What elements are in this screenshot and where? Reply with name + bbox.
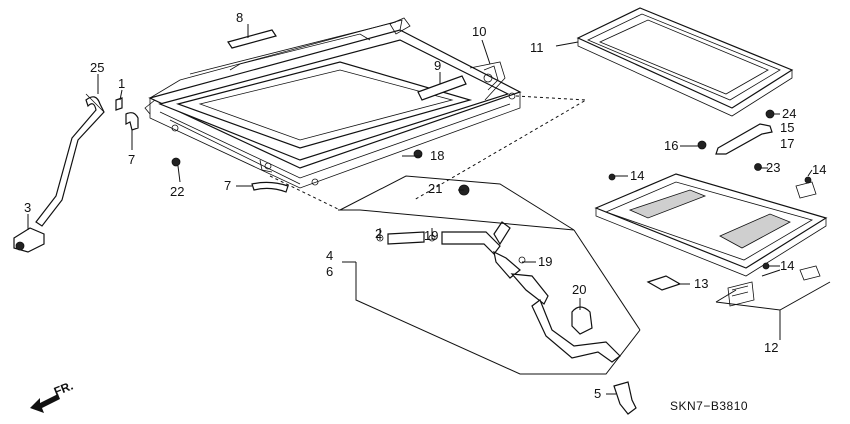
part-9-seal-strip xyxy=(417,75,467,101)
callout-19-right: 19 xyxy=(538,254,552,269)
callout-10: 10 xyxy=(472,24,486,39)
part-8-seal-strip xyxy=(227,29,277,49)
callout-7-left: 7 xyxy=(128,152,135,167)
part-15-bracket xyxy=(715,123,773,155)
leader-lines xyxy=(27,24,831,395)
callout-21: 21 xyxy=(428,181,442,196)
direction-label: FR. xyxy=(52,379,75,399)
front-direction-arrow: FR. xyxy=(30,379,75,413)
callout-25: 25 xyxy=(90,60,104,75)
callout-6: 6 xyxy=(326,264,333,279)
part-22-bolt xyxy=(171,157,181,167)
callout-labels: 8 10 9 11 25 1 7 22 7 18 3 21 2 19 19 4 … xyxy=(24,10,826,401)
callout-23: 23 xyxy=(766,160,780,175)
callout-7-bottom: 7 xyxy=(224,178,231,193)
callout-17: 17 xyxy=(780,136,794,151)
callout-14-right: 14 xyxy=(812,162,826,177)
callout-5: 5 xyxy=(594,386,601,401)
part-3-hose-joint xyxy=(13,227,45,253)
part-24-nut xyxy=(765,109,775,119)
callout-8: 8 xyxy=(236,10,243,25)
callout-11: 11 xyxy=(530,40,544,55)
callout-4: 4 xyxy=(326,248,333,263)
sunroof-frame xyxy=(144,17,522,189)
part-7-clip xyxy=(125,112,139,131)
part-18-bolt xyxy=(413,149,423,159)
callout-16: 16 xyxy=(664,138,678,153)
callout-22: 22 xyxy=(170,184,184,199)
callout-12: 12 xyxy=(764,340,778,355)
part-25-drain-hose xyxy=(35,93,105,227)
part-11-glass-panel xyxy=(576,7,794,117)
callout-18: 18 xyxy=(430,148,444,163)
part-20-clamp xyxy=(571,306,593,335)
callout-14-bottom: 14 xyxy=(780,258,794,273)
callout-20: 20 xyxy=(572,282,586,297)
callout-1: 1 xyxy=(118,76,125,91)
callout-24: 24 xyxy=(782,106,796,121)
center-drain-hose-assembly xyxy=(376,184,637,415)
callout-3: 3 xyxy=(24,200,31,215)
part-13-pad xyxy=(646,275,682,291)
callout-13: 13 xyxy=(694,276,708,291)
part-5-hose-joint xyxy=(613,381,637,415)
callout-14-left: 14 xyxy=(630,168,644,183)
part-23-screw xyxy=(754,163,762,171)
diagram-code: SKN7−B3810 xyxy=(670,399,748,413)
callout-9: 9 xyxy=(434,58,441,73)
callout-2: 2 xyxy=(375,226,382,241)
part-1-clip xyxy=(115,97,123,111)
callout-15: 15 xyxy=(780,120,794,135)
part-12-sunshade-assembly xyxy=(594,173,828,307)
callout-19-left: 19 xyxy=(424,228,438,243)
part-16-clip xyxy=(697,140,707,150)
part-7-lower-strip xyxy=(251,181,289,193)
